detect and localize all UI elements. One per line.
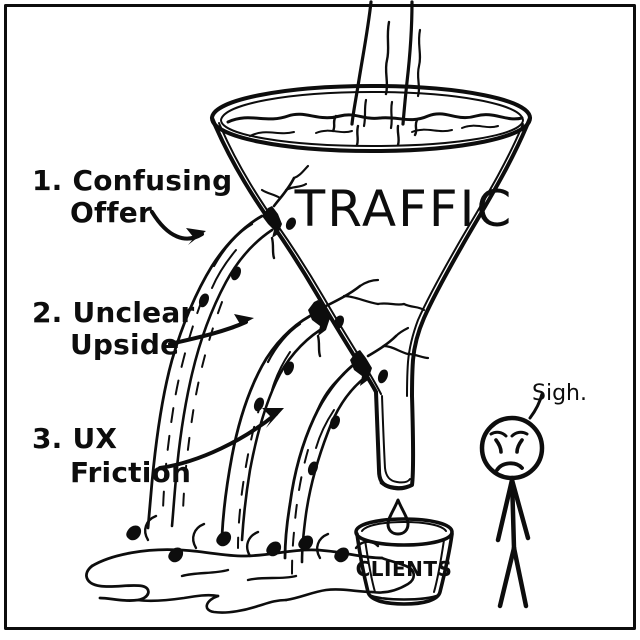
spout-drip bbox=[386, 498, 410, 536]
annotation-2-line1: 2. Unclear bbox=[32, 296, 194, 329]
annotation-3-line2: Friction bbox=[70, 456, 191, 489]
clients-bucket: CLIENTS bbox=[354, 517, 454, 606]
annotation-3: 3. UX Friction bbox=[32, 408, 284, 489]
image-border bbox=[4, 4, 636, 630]
figure-right-arm bbox=[509, 477, 531, 541]
annotation-1: 1. Confusing Offer bbox=[32, 164, 232, 245]
speech-tail bbox=[528, 392, 544, 420]
traffic-label: TRAFFIC bbox=[294, 180, 514, 238]
figure-right-leg bbox=[511, 545, 529, 609]
figure-head bbox=[479, 415, 545, 481]
figure-speech-text: Sigh. bbox=[532, 381, 587, 406]
stick-figure: Sigh. bbox=[479, 381, 587, 609]
funnel-crack-3 bbox=[350, 326, 430, 386]
annotation-2-line2: Upside bbox=[70, 328, 179, 361]
annotation-3-line1: 3. UX bbox=[32, 422, 117, 455]
bucket-label: CLIENTS bbox=[356, 557, 453, 581]
funnel-crack-1 bbox=[260, 164, 310, 260]
annotation-1-line1: 1. Confusing bbox=[32, 164, 232, 197]
figure-left-arm bbox=[495, 477, 515, 543]
figure-right-eye bbox=[515, 438, 524, 454]
annotation-3-arrowhead bbox=[262, 408, 284, 428]
annotation-1-line2: Offer bbox=[70, 196, 152, 229]
leak-stream-3 bbox=[283, 364, 388, 577]
inflow-water-stream bbox=[350, 0, 422, 130]
annotation-2: 2. Unclear Upside bbox=[32, 296, 254, 361]
leak-stream-2 bbox=[220, 314, 344, 549]
annotation-2-arrowhead bbox=[232, 314, 254, 330]
funnel-crack-2 bbox=[308, 278, 426, 358]
figure-right-brow bbox=[510, 430, 529, 438]
figure-left-eye bbox=[494, 438, 503, 454]
floor-puddle bbox=[85, 514, 416, 614]
figure-left-leg bbox=[497, 545, 517, 609]
figure-left-brow bbox=[489, 430, 508, 438]
figure-frown bbox=[495, 461, 524, 472]
annotation-3-arrow bbox=[158, 412, 278, 470]
annotation-1-arrowhead bbox=[186, 228, 206, 245]
